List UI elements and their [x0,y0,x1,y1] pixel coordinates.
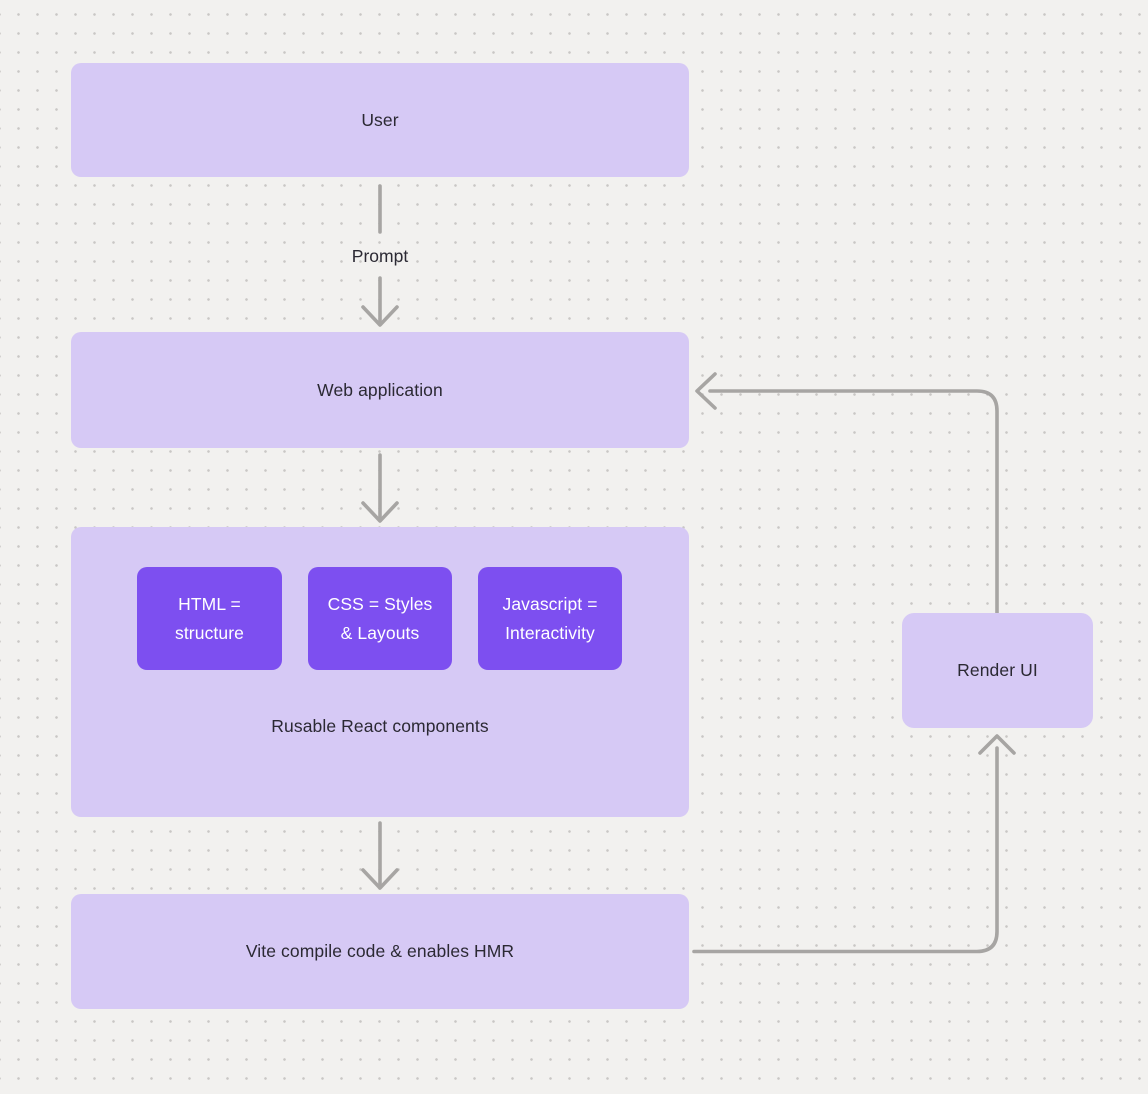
arrowhead-up-renderui [978,734,1016,755]
chip-html-line1: HTML = [178,593,241,614]
chip-javascript[interactable]: Javascript = Interactivity [478,567,622,670]
arrowhead-left-webapp [695,372,717,410]
node-render-ui[interactable]: Render UI [902,613,1093,728]
arrowhead-down-webapp [361,305,399,327]
node-user-label: User [361,109,399,130]
chip-css[interactable]: CSS = Styles & Layouts [308,567,452,670]
connector-renderui-to-webapp [708,389,999,615]
edge-label-prompt: Prompt [351,246,409,266]
components-group-caption: Rusable React components [271,716,489,736]
connector-vite-to-renderui [692,746,999,954]
node-render-ui-label: Render UI [957,660,1038,680]
chip-html-line2: structure [175,622,244,643]
chip-javascript-line2: Interactivity [505,622,595,643]
chip-html[interactable]: HTML = structure [137,567,282,670]
chip-javascript-line1: Javascript = [502,593,598,614]
node-user[interactable]: User [71,63,689,177]
arrowhead-down-vite [361,868,399,890]
chip-css-line1: CSS = Styles [327,593,433,614]
node-vite-label: Vite compile code & enables HMR [245,941,515,961]
chip-css-line2: & Layouts [340,622,420,643]
arrowhead-down-group [361,501,399,523]
node-components-group[interactable]: HTML = structure CSS = Styles & Layouts … [71,527,689,817]
node-vite[interactable]: Vite compile code & enables HMR [71,894,689,1009]
node-web-application[interactable]: Web application [71,332,689,448]
node-web-application-label: Web application [317,379,443,400]
